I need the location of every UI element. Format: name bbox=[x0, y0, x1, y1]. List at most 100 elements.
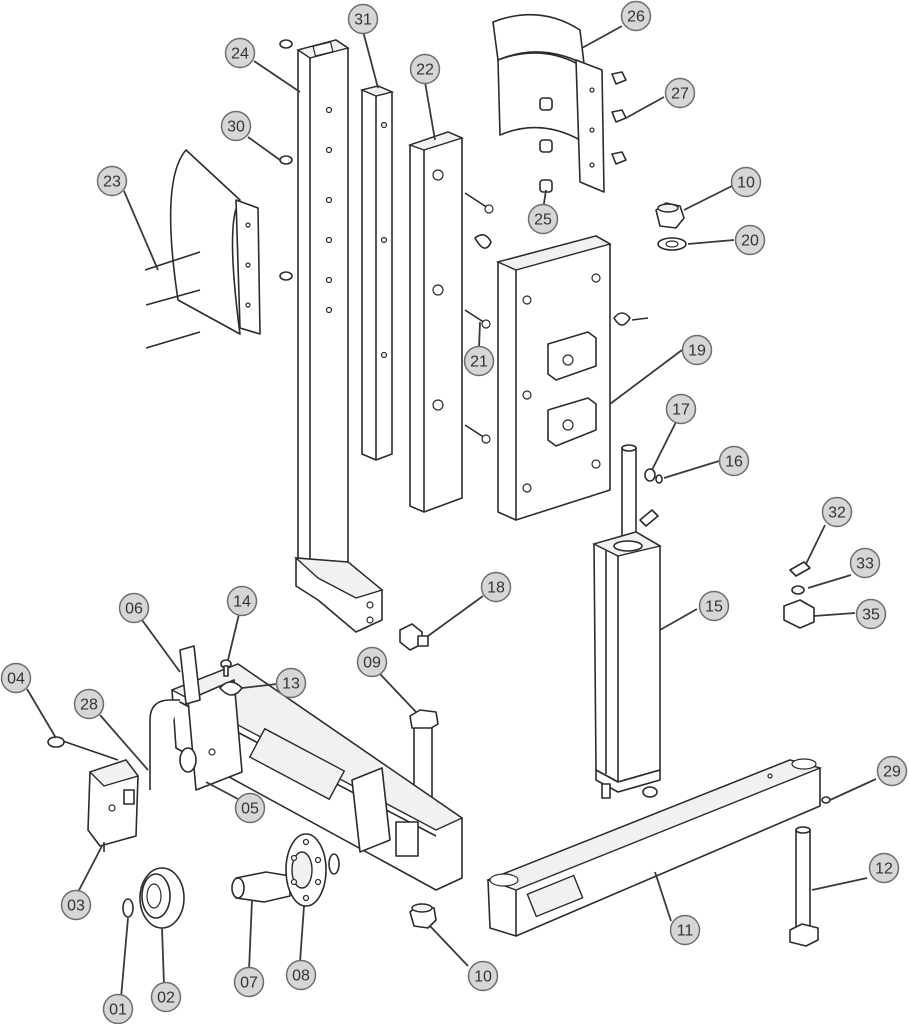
callout-bubble bbox=[669, 914, 701, 946]
callout-c28: 28 bbox=[73, 688, 105, 720]
callout-number: 29 bbox=[883, 764, 901, 781]
callout-number: 27 bbox=[671, 86, 689, 103]
callout-number: 06 bbox=[125, 601, 143, 618]
callout-number: 21 bbox=[470, 354, 488, 371]
callout-number: 22 bbox=[416, 62, 434, 79]
callout-number: 11 bbox=[677, 923, 694, 940]
callout-bubble bbox=[664, 77, 696, 109]
callout-c03: 03 bbox=[60, 889, 92, 921]
part-long-bolt-09 bbox=[409, 709, 439, 801]
part-mast-tube bbox=[294, 39, 384, 633]
callout-c31: 31 bbox=[347, 3, 379, 35]
part-handle-bar bbox=[149, 699, 180, 790]
callout-number: 26 bbox=[627, 9, 645, 26]
callout-c20: 20 bbox=[734, 224, 766, 256]
callout-bubble bbox=[220, 110, 252, 142]
callout-c08: 08 bbox=[285, 959, 317, 991]
callout-bubble bbox=[233, 966, 265, 998]
leader-lines bbox=[26, 25, 877, 999]
part-control-valve bbox=[47, 736, 140, 852]
callout-number: 02 bbox=[157, 990, 175, 1007]
callout-c10a: 10 bbox=[730, 166, 762, 198]
part-seal-rings bbox=[644, 468, 663, 484]
callout-number: 15 bbox=[705, 599, 723, 616]
callout-number: 13 bbox=[282, 676, 300, 693]
callout-bubble bbox=[285, 959, 317, 991]
callout-bubble bbox=[698, 590, 730, 622]
callout-number: 19 bbox=[688, 343, 706, 360]
part-flange bbox=[285, 833, 340, 907]
callout-bubble bbox=[409, 53, 441, 85]
callout-number: 35 bbox=[862, 607, 880, 624]
callout-bubble bbox=[527, 203, 559, 235]
callout-bubble bbox=[150, 981, 182, 1013]
callout-c25: 25 bbox=[527, 203, 559, 235]
callout-number: 32 bbox=[828, 505, 846, 522]
callout-bubble bbox=[463, 345, 495, 377]
callout-c33: 33 bbox=[849, 547, 881, 579]
callout-bubble bbox=[60, 889, 92, 921]
callout-c10b: 10 bbox=[467, 960, 499, 992]
callout-bubble bbox=[96, 165, 128, 197]
callout-number: 01 bbox=[109, 1002, 127, 1019]
callout-c24: 24 bbox=[224, 37, 256, 69]
callout-number: 25 bbox=[534, 212, 552, 229]
callout-c12: 12 bbox=[868, 852, 900, 884]
part-hydraulic-cylinder bbox=[592, 444, 662, 799]
callout-bubble bbox=[226, 585, 258, 617]
callout-number: 18 bbox=[487, 580, 505, 597]
callout-c06: 06 bbox=[118, 592, 150, 624]
part-nut-washer-top bbox=[655, 202, 687, 251]
callout-number: 33 bbox=[856, 556, 874, 573]
callout-c23: 23 bbox=[96, 165, 128, 197]
part-washers-30 bbox=[279, 39, 293, 281]
callout-bubble bbox=[665, 393, 697, 425]
callout-number: 23 bbox=[103, 174, 121, 191]
callout-number: 08 bbox=[292, 968, 310, 985]
callout-number: 24 bbox=[231, 46, 249, 63]
callout-c35: 35 bbox=[855, 598, 887, 630]
callout-number: 07 bbox=[240, 975, 258, 992]
part-base-leg-main bbox=[170, 645, 464, 891]
callout-bubble bbox=[0, 662, 32, 694]
callout-c18: 18 bbox=[480, 571, 512, 603]
callout-bubble bbox=[347, 3, 379, 35]
callout-c04: 04 bbox=[0, 662, 32, 694]
callout-number: 20 bbox=[741, 233, 759, 250]
callout-bubble bbox=[734, 224, 766, 256]
callout-bubble bbox=[73, 688, 105, 720]
callout-number: 14 bbox=[233, 594, 251, 611]
part-wheel bbox=[122, 867, 185, 929]
callout-bubble bbox=[718, 445, 750, 477]
part-fitting-18 bbox=[399, 623, 429, 651]
callout-c02: 02 bbox=[150, 981, 182, 1013]
callout-c29: 29 bbox=[876, 755, 908, 787]
callout-c22: 22 bbox=[409, 53, 441, 85]
part-base-leg-second bbox=[486, 758, 823, 937]
callout-number: 31 bbox=[354, 12, 372, 29]
callout-c14: 14 bbox=[226, 585, 258, 617]
callout-number: 10 bbox=[737, 175, 755, 192]
callout-bubble bbox=[876, 755, 908, 787]
callout-number: 12 bbox=[875, 861, 893, 878]
callout-bubble bbox=[821, 496, 853, 528]
callout-number: 17 bbox=[672, 402, 690, 419]
callout-bubble bbox=[868, 852, 900, 884]
part-bolts-21 bbox=[464, 192, 494, 444]
part-nut-lower bbox=[409, 903, 437, 929]
callout-c27: 27 bbox=[664, 77, 696, 109]
callout-c05: 05 bbox=[234, 792, 266, 824]
callout-number: 09 bbox=[363, 655, 381, 672]
callout-c32: 32 bbox=[821, 496, 853, 528]
part-hydraulic-fittings bbox=[783, 561, 815, 629]
callout-c13: 13 bbox=[275, 667, 307, 699]
callout-number: 16 bbox=[725, 454, 743, 471]
part-mast-clamp-upper bbox=[492, 13, 627, 193]
part-mast-clamp-lower bbox=[144, 149, 261, 349]
callout-number: 04 bbox=[7, 671, 25, 688]
callout-number: 30 bbox=[227, 119, 245, 136]
callout-c09: 09 bbox=[356, 646, 388, 678]
